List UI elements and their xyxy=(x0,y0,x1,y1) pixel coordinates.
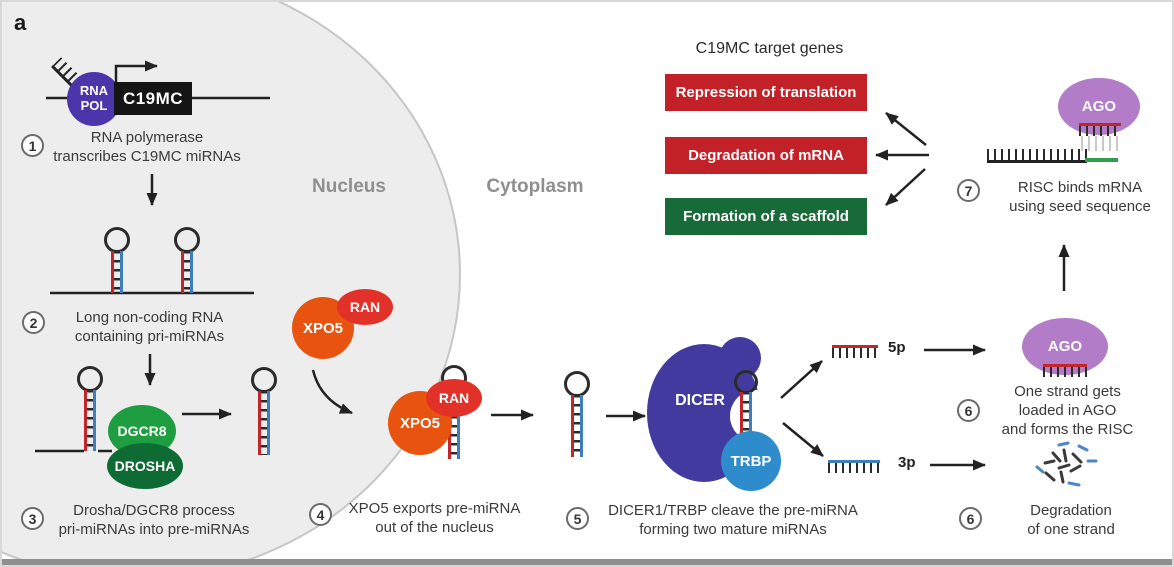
dicer-label: DICER xyxy=(675,392,725,409)
step-6-badge: 6 xyxy=(957,399,980,422)
rna-pol-label-line2: POL xyxy=(80,98,108,113)
drosha-protein: DROSHA xyxy=(107,443,183,489)
step-5-caption: DICER1/TRBP cleave the pre-miRNA forming… xyxy=(600,501,866,539)
step-7-caption: RISC binds mRNA using seed sequence xyxy=(995,178,1165,216)
c19mc-gene-box: C19MC xyxy=(114,82,192,115)
caption-line: transcribes C19MC miRNAs xyxy=(53,148,241,166)
arrow-risc-to-repression xyxy=(885,112,927,146)
nucleus-label: Nucleus xyxy=(312,176,386,197)
caption-line: loaded in AGO xyxy=(1018,402,1117,420)
caption-line: and forms the RISC xyxy=(1001,421,1134,439)
pre-mirna-hairpin-loop xyxy=(251,367,277,393)
pre-mirna-hairpin-stem xyxy=(258,391,270,455)
arrow-risc-to-scaffold xyxy=(885,168,926,206)
panel-label: a xyxy=(14,10,27,35)
cytoplasm-label: Cytoplasm xyxy=(486,176,584,197)
caption-line: Degradation xyxy=(1030,502,1112,519)
figure-bottom-border xyxy=(2,559,1172,565)
caption-line: containing pri-miRNAs xyxy=(74,328,225,346)
rna-pol-protein: RNA POL xyxy=(67,72,121,126)
caption-line: of one strand xyxy=(1027,521,1115,539)
arrow-dicer-to-5p xyxy=(780,360,823,399)
step-3-badge: 3 xyxy=(21,507,44,530)
caption-line: DICER1/TRBP cleave the pre-miRNA xyxy=(608,502,858,519)
step-4-badge: 4 xyxy=(309,503,332,526)
ago-loaded-strand xyxy=(1043,364,1087,377)
step-6-caption: One strand gets loaded in AGO and forms … xyxy=(985,382,1150,439)
cytoplasmic-hairpin-loop xyxy=(564,371,590,397)
caption-line: RISC binds mRNA xyxy=(1017,179,1143,196)
strand-3p-label: 3p xyxy=(898,454,916,471)
pri-mirna-hairpin-stem xyxy=(181,251,193,293)
step-1-caption: RNA polymerase transcribes C19MC miRNAs xyxy=(47,128,247,166)
target-gene-box-mrna-degradation: Degradation of mRNA xyxy=(665,137,867,174)
xpo5-protein: XPO5 xyxy=(388,391,452,455)
hairpin-stem xyxy=(84,390,96,451)
caption-line: forming two mature miRNAs xyxy=(639,521,827,539)
rna-pol-label-line1: RNA xyxy=(79,83,109,99)
step-4-caption: XPO5 exports pre-miRNA out of the nucleu… xyxy=(332,499,537,537)
arrow-dicer-to-3p xyxy=(782,422,824,457)
pri-mirna-hairpin-loop xyxy=(104,227,130,253)
caption-line: Drosha/DGCR8 process xyxy=(73,502,235,519)
dicer-bound-hairpin-loop xyxy=(734,370,758,394)
dicer-bound-hairpin-stem xyxy=(740,392,752,439)
strand-5p-label: 5p xyxy=(888,339,906,356)
mature-3p-strand xyxy=(828,460,880,473)
step-1-badge: 1 xyxy=(21,134,44,157)
caption-line: Long non-coding RNA xyxy=(75,309,224,326)
risc-guide-strand xyxy=(1079,123,1121,136)
target-genes-title: C19MC target genes xyxy=(695,40,844,57)
pri-mirna-hairpin-stem xyxy=(111,251,123,293)
step-3-caption: Drosha/DGCR8 process pri-miRNAs into pre… xyxy=(40,501,268,539)
step-6b-caption: Degradation of one strand xyxy=(997,501,1145,539)
caption-line: out of the nucleus xyxy=(375,519,494,537)
base-pairing-ticks xyxy=(1081,136,1119,151)
target-gene-box-scaffold: Formation of a scaffold xyxy=(665,198,867,235)
step-2-badge: 2 xyxy=(22,311,45,334)
trbp-protein: TRBP xyxy=(721,431,781,491)
mrna-strand xyxy=(987,149,1087,163)
mature-5p-strand xyxy=(832,345,878,358)
step-5-badge: 5 xyxy=(566,507,589,530)
caption-line: using seed sequence xyxy=(1009,198,1151,216)
ran-protein: RAN xyxy=(426,379,482,417)
ran-protein: RAN xyxy=(337,289,393,325)
caption-line: One strand gets xyxy=(1014,383,1121,400)
target-gene-box-repression: Repression of translation xyxy=(665,74,867,111)
step-7-badge: 7 xyxy=(957,179,980,202)
degraded-strand-fragments xyxy=(1035,441,1098,487)
mrna-seed-sequence xyxy=(1085,158,1118,162)
caption-line: pri-miRNAs into pre-miRNAs xyxy=(58,521,250,539)
pri-mirna-hairpin-loop xyxy=(174,227,200,253)
caption-line: XPO5 exports pre-miRNA xyxy=(348,500,521,517)
step-6b-badge: 6 xyxy=(959,507,982,530)
cytoplasmic-hairpin-stem xyxy=(571,395,583,457)
hairpin-loop xyxy=(77,366,103,392)
caption-line: RNA polymerase xyxy=(90,129,204,146)
step-2-caption: Long non-coding RNA containing pri-miRNA… xyxy=(47,308,252,346)
